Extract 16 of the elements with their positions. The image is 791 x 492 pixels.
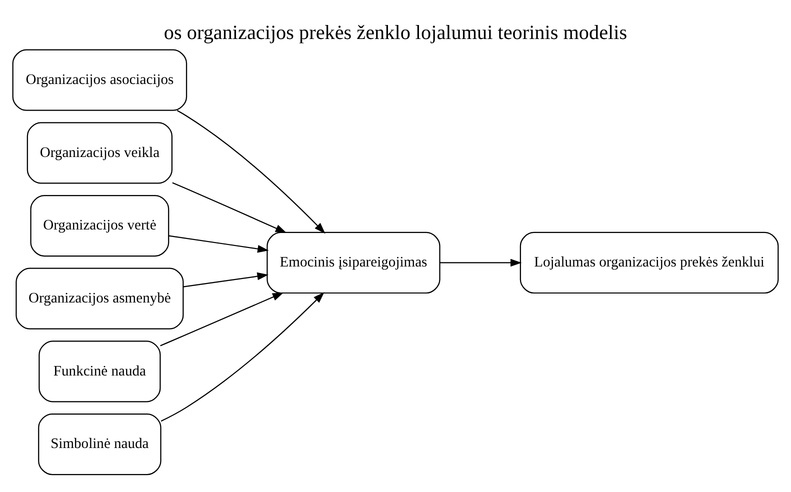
arrow	[160, 292, 324, 422]
arrow	[172, 182, 287, 233]
node-box: Lojalumas organizacijos prekės ženklui	[520, 231, 779, 294]
arrow	[160, 292, 284, 346]
node-box: Organizacijos vertė	[30, 194, 170, 256]
arrow	[168, 234, 269, 252]
arrow	[183, 272, 268, 287]
node-box: Organizacijos veikla	[26, 122, 173, 184]
node-box: Organizacijos asmenybė	[16, 267, 184, 329]
node-box: Organizacijos asociacijos	[12, 48, 188, 110]
node-box: Funkcinė nauda	[38, 340, 161, 402]
diagram-title: os organizacijos prekės ženklo lojalumui teorinis modelis	[164, 22, 628, 44]
arrow	[440, 258, 522, 266]
arrow	[176, 110, 326, 234]
node-box: Simbolinė nauda	[38, 412, 162, 475]
node-box: Emocinis įsipareigojimas	[266, 231, 440, 294]
